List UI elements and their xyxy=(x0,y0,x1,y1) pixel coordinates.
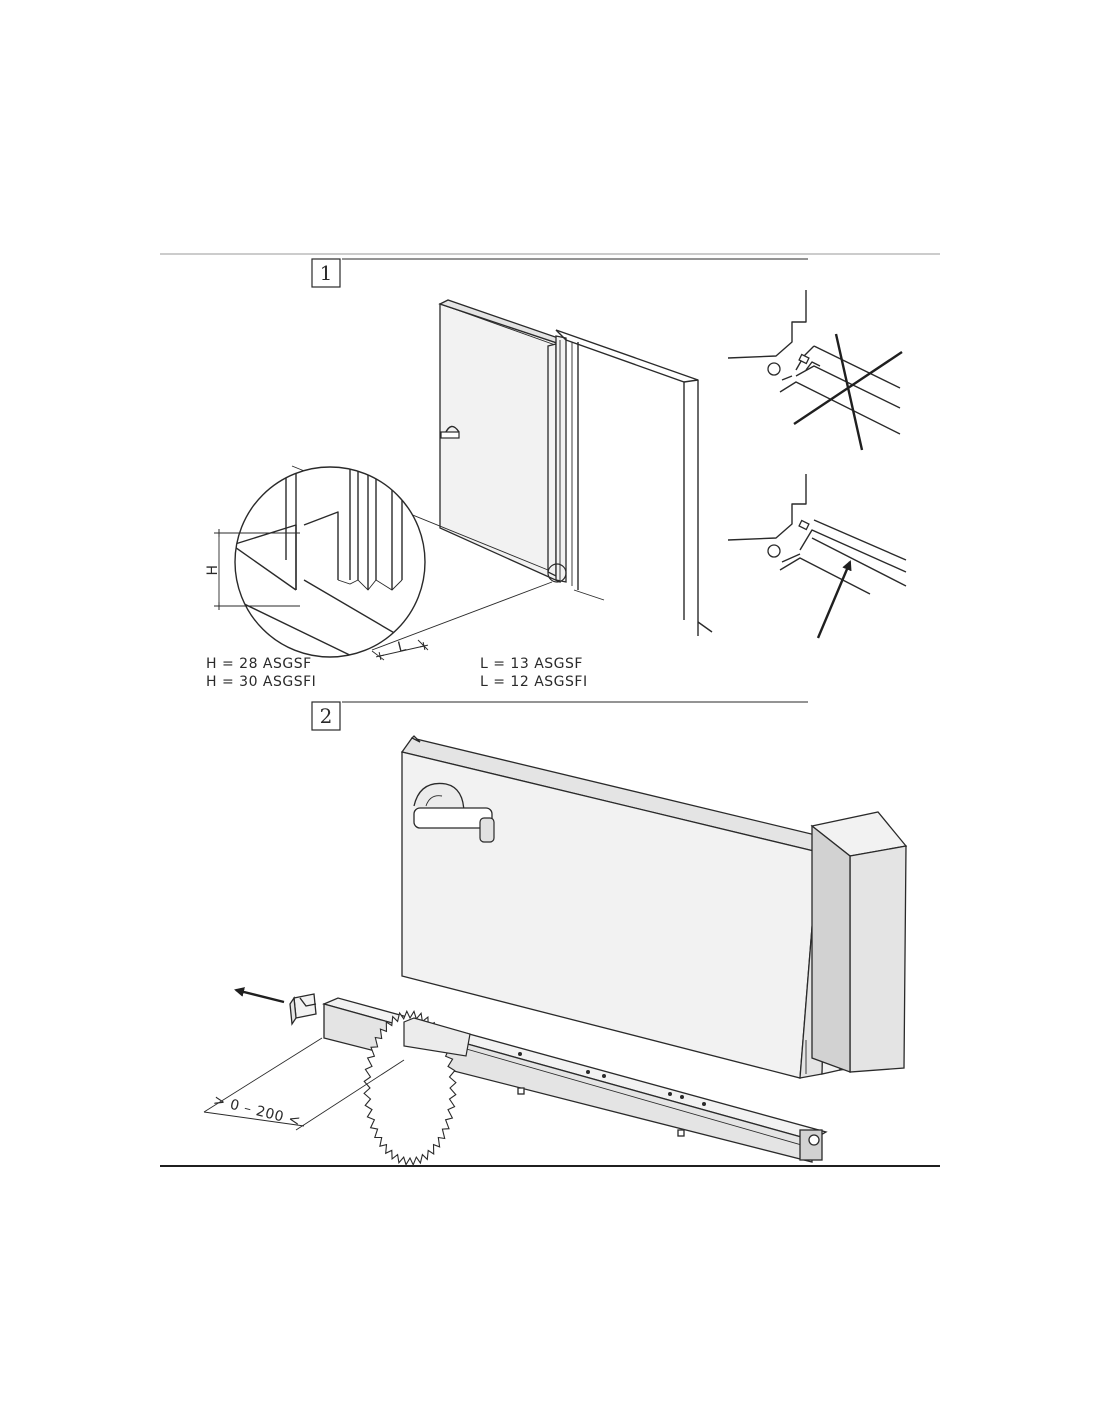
detail-l-symbol: L xyxy=(396,638,408,656)
step-2-number: 2 xyxy=(320,704,333,728)
detail-h-symbol: H xyxy=(205,564,221,575)
h-value-asgsf: H = 28 ASGSF xyxy=(206,656,312,672)
wrong-installation-detail xyxy=(727,290,903,451)
l-value-asgsf: L = 13 ASGSF xyxy=(480,656,583,672)
saw-blade xyxy=(363,1009,471,1167)
h-value-asgsfi: H = 30 ASGSFI xyxy=(206,674,316,690)
correct-installation-detail xyxy=(727,474,907,639)
cut-range-label: > 0 – 200 < xyxy=(212,1093,303,1130)
l-value-asgsfi: L = 12 ASGSFI xyxy=(480,674,588,690)
detail-marker xyxy=(547,563,567,583)
step-2-number-box xyxy=(311,701,341,731)
bottom-edge-detail: H L xyxy=(205,466,429,661)
door-panel-drawing xyxy=(400,735,908,1079)
step-1-header: 1 xyxy=(311,258,808,288)
step-1-number: 1 xyxy=(320,261,333,285)
step-2-header: 2 xyxy=(311,701,808,731)
door-in-frame-drawing xyxy=(291,299,713,651)
end-cap-part xyxy=(289,993,317,1026)
removal-arrow xyxy=(234,987,285,1004)
door-handle-small xyxy=(440,425,460,439)
door-handle xyxy=(413,782,495,843)
profile-front-of-blade xyxy=(403,1017,471,1057)
correct-position-arrow xyxy=(816,560,852,639)
step-1-number-box xyxy=(311,258,341,288)
